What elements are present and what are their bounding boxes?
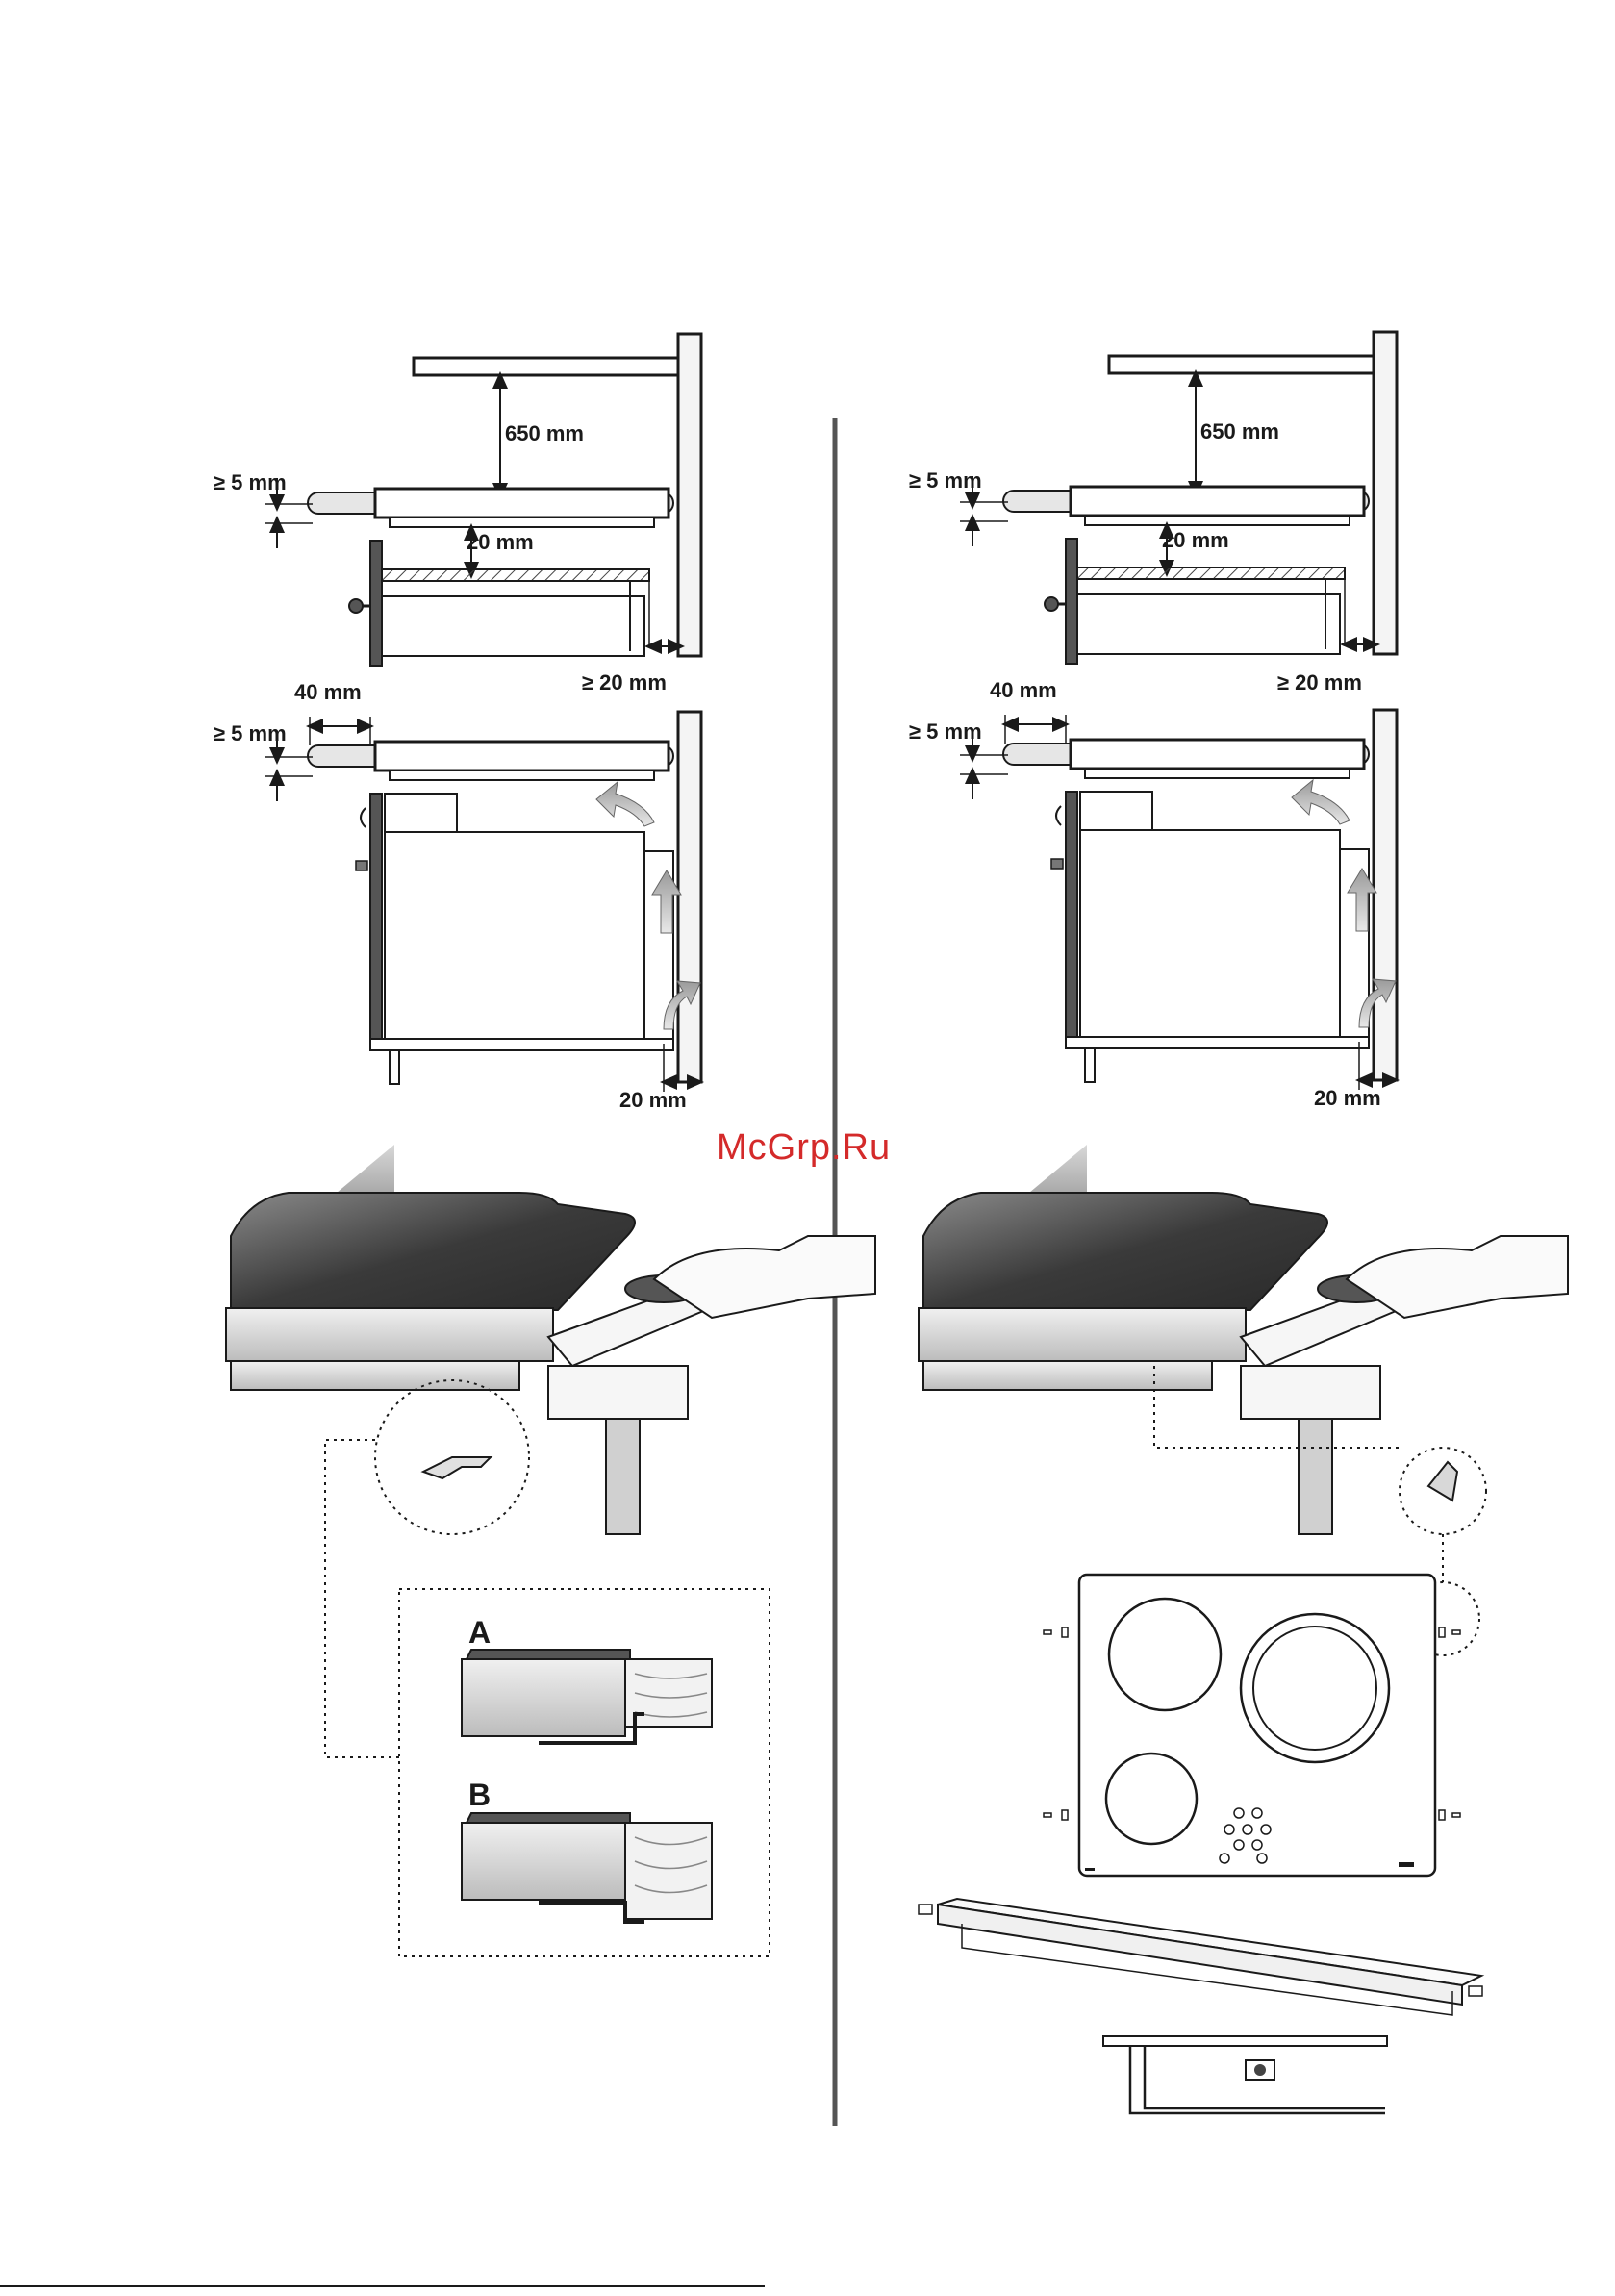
hob-perspective-view	[919, 1899, 1482, 2015]
right-edge-clearance-label: ≥ 5 mm	[909, 468, 982, 492]
detail-b-drawing	[462, 1813, 712, 1922]
left-vent-gap-label: 20 mm	[619, 1088, 687, 1112]
right-edge-clearance-label-2: ≥ 5 mm	[909, 719, 982, 744]
left-gap-below-label: 20 mm	[467, 530, 534, 554]
detail-b-label: B	[468, 1778, 491, 1812]
watermark: McGrp.Ru	[717, 1127, 891, 1168]
left-edge-clearance-label-2: ≥ 5 mm	[214, 721, 287, 745]
left-edge-clearance-label: ≥ 5 mm	[214, 470, 287, 494]
hob-section-detail	[1103, 2036, 1387, 2113]
left-wall-gap-label: ≥ 20 mm	[582, 670, 667, 694]
right-hood-clearance-label: 650 mm	[1200, 419, 1279, 443]
hob-top-view	[1044, 1575, 1460, 1876]
left-hood-clearance-label: 650 mm	[505, 421, 584, 445]
detail-a-label: A	[468, 1615, 491, 1650]
detail-a-drawing	[462, 1650, 712, 1743]
right-vent-gap-label: 20 mm	[1314, 1086, 1381, 1110]
right-gap-below-label: 20 mm	[1162, 528, 1229, 552]
left-front-gap-label: 40 mm	[294, 680, 362, 704]
right-front-gap-label: 40 mm	[990, 678, 1057, 702]
right-wall-gap-label: ≥ 20 mm	[1277, 670, 1362, 694]
